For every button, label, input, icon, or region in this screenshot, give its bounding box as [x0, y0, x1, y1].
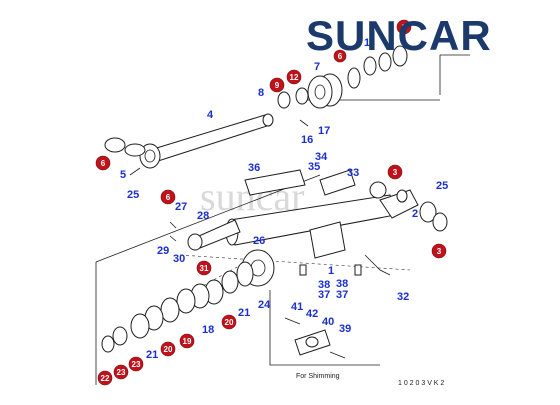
label-21-b: 21 — [146, 349, 158, 361]
label-5: 5 — [120, 169, 126, 181]
badge-20-a: 20 — [221, 314, 237, 330]
svg-text:20: 20 — [164, 345, 173, 354]
part-number-badges: 3 6 9 12 6 6 3 3 31 20 19 20 23 22 23 — [95, 19, 447, 386]
svg-text:19: 19 — [183, 337, 192, 346]
label-27: 27 — [175, 201, 187, 213]
cylinder-tube — [225, 169, 448, 276]
label-37-b: 37 — [336, 289, 348, 301]
badge-6-top: 6 — [333, 49, 347, 63]
badge-23-b: 23 — [113, 364, 129, 380]
label-37-a: 37 — [318, 289, 330, 301]
label-4: 4 — [207, 109, 214, 121]
label-28: 28 — [197, 210, 209, 222]
shimming-note: For Shimming — [296, 373, 340, 380]
label-33: 33 — [347, 167, 359, 179]
label-1-mid: 1 — [328, 265, 334, 277]
badge-22: 22 — [97, 370, 113, 386]
label-35: 35 — [308, 161, 320, 173]
label-29: 29 — [157, 245, 169, 257]
label-42: 42 — [306, 308, 318, 320]
logo-text: SUNCAR — [306, 12, 492, 59]
label-18: 18 — [202, 324, 214, 336]
label-30: 30 — [173, 253, 185, 265]
svg-text:31: 31 — [200, 264, 209, 273]
piston-head — [277, 45, 408, 127]
svg-text:3: 3 — [402, 23, 407, 32]
badge-31: 31 — [196, 260, 212, 276]
label-8: 8 — [258, 87, 264, 99]
label-32: 32 — [397, 291, 409, 303]
label-25-left: 25 — [127, 189, 139, 201]
badge-6-left: 6 — [95, 155, 111, 171]
svg-text:6: 6 — [338, 52, 343, 61]
label-40: 40 — [322, 316, 334, 328]
svg-text:20: 20 — [225, 318, 234, 327]
svg-text:6: 6 — [101, 159, 106, 168]
suncar-logo: SUNCAR — [306, 12, 492, 60]
badge-3-far: 3 — [431, 243, 447, 259]
label-36: 36 — [248, 162, 260, 174]
label-16: 16 — [301, 134, 313, 146]
svg-text:3: 3 — [437, 247, 442, 256]
badge-19: 19 — [179, 333, 195, 349]
badge-12: 12 — [286, 69, 302, 85]
label-25-right: 25 — [436, 180, 448, 192]
rod-end-bracket — [169, 219, 241, 251]
part-number-labels: 1 4 5 7 8 16 17 25 36 34 35 33 25 27 28 … — [120, 37, 448, 361]
label-7: 7 — [314, 61, 320, 73]
label-21-a: 21 — [238, 307, 250, 319]
svg-text:9: 9 — [275, 81, 280, 90]
badge-6-mid: 6 — [160, 189, 176, 205]
svg-text:23: 23 — [132, 360, 141, 369]
piston-seal-stack — [101, 249, 275, 353]
svg-text:3: 3 — [393, 168, 398, 177]
drawing-code: 1 0 2 0 3 V K 2 — [398, 380, 444, 387]
svg-text:22: 22 — [101, 374, 110, 383]
label-17: 17 — [318, 125, 330, 137]
label-38-b: 38 — [336, 278, 348, 290]
label-34: 34 — [315, 151, 328, 163]
badge-3-right: 3 — [387, 164, 403, 180]
label-41: 41 — [291, 301, 303, 313]
badge-3-top: 3 — [396, 19, 412, 35]
svg-text:6: 6 — [166, 193, 171, 202]
svg-text:12: 12 — [290, 73, 299, 82]
label-24: 24 — [258, 299, 271, 311]
label-1-top: 1 — [364, 37, 370, 49]
shimming-inset: For Shimming — [269, 290, 380, 380]
badge-20-b: 20 — [160, 341, 176, 357]
badge-23-a: 23 — [128, 356, 144, 372]
label-38-a: 38 — [318, 279, 330, 291]
badge-9: 9 — [269, 77, 285, 93]
piston-rod-assembly — [104, 113, 274, 176]
label-2: 2 — [412, 208, 418, 220]
label-39: 39 — [339, 323, 351, 335]
svg-text:23: 23 — [117, 368, 126, 377]
label-26: 26 — [253, 235, 265, 247]
